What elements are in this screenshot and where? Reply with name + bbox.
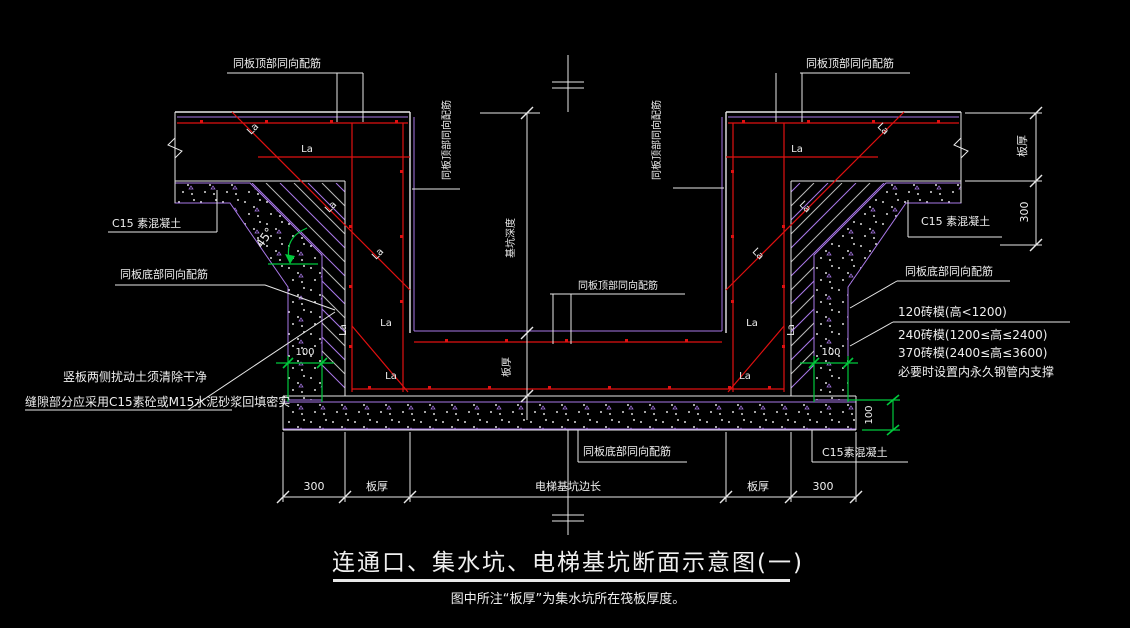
corner-bar-left <box>351 325 409 393</box>
label-top-right-rebar: 同板顶部同向配筋 <box>806 56 894 70</box>
dim-300-left: 300 <box>304 480 325 493</box>
brick-note-3: 370砖模(2400≤高≤3600) <box>898 345 1047 360</box>
la-label: La <box>875 121 891 137</box>
label-left-slab-bottom-rebar: 同板底部同向配筋 <box>120 267 208 281</box>
dim-right-300: 300 <box>1018 202 1031 223</box>
brick-note-1: 120砖模(高<1200) <box>898 304 1007 319</box>
label-pit-floor-bottom-rebar: 同板底部同向配筋 <box>583 444 671 458</box>
title-block: 连通口、集水坑、电梯基坑断面示意图(一) 图中所注“板厚”为集水坑所在筏板厚度。 <box>332 550 804 607</box>
drawing-subtitle: 图中所注“板厚”为集水坑所在筏板厚度。 <box>451 591 685 607</box>
dim-brick-100-left: 100 <box>295 347 314 358</box>
la-label: La <box>370 246 386 262</box>
dim-c15-100: 100 <box>864 405 875 424</box>
label-right-slab-bottom-rebar: 同板底部同向配筋 <box>905 264 993 278</box>
note-line2: 缝隙部分应采用C15素砼或M15水泥砂浆回填密实 <box>25 394 290 409</box>
la-label: La <box>739 371 751 382</box>
dim-brick-100-right: 100 <box>821 347 840 358</box>
centerline-symbol <box>552 55 584 535</box>
la-label: La <box>380 318 392 329</box>
label-left-wall-rebar: 同板顶部同向配筋 <box>440 100 453 180</box>
la-label: La <box>750 246 766 262</box>
la-label: La <box>385 371 397 382</box>
leader-lines <box>25 72 1070 582</box>
break-mark-right <box>953 137 969 159</box>
break-mark-left <box>167 137 183 159</box>
label-top-left-rebar: 同板顶部同向配筋 <box>233 56 321 70</box>
label-pit-floor-top-rebar: 同板顶部同向配筋 <box>578 279 658 292</box>
label-right-c15: C15 素混凝土 <box>921 214 990 228</box>
bent-bar-right <box>725 111 905 291</box>
label-left-c15: C15 素混凝土 <box>112 216 181 230</box>
la-label: La <box>797 199 813 215</box>
la-label: La <box>301 144 313 155</box>
title-underline <box>333 579 790 582</box>
structure-outline <box>167 111 969 431</box>
la-label: La <box>338 324 349 336</box>
brick-note-2: 240砖模(1200≤高≤2400) <box>898 327 1047 342</box>
dim-right-slab-thk: 板厚 <box>1015 135 1029 157</box>
green-dimensions <box>268 227 900 436</box>
label-right-wall-rebar: 同板顶部同向配筋 <box>650 100 663 180</box>
dim-300-right: 300 <box>813 480 834 493</box>
drawing-title: 连通口、集水坑、电梯基坑断面示意图(一) <box>332 550 804 576</box>
note-line1: 竖板两侧扰动土须清除干净 <box>63 369 207 384</box>
bent-bar-left <box>231 111 411 291</box>
la-label: La <box>245 121 261 137</box>
dim-slab-thk-right: 板厚 <box>747 479 769 493</box>
corner-bar-right <box>727 325 785 393</box>
la-label: La <box>746 318 758 329</box>
label-pit-depth: 基坑深度 <box>504 218 517 258</box>
brick-note-4: 必要时设置内永久钢管内支撑 <box>898 364 1054 379</box>
rebar-lines <box>177 111 959 393</box>
dim-pit-length: 电梯基坑边长 <box>535 479 601 493</box>
secondary-lines <box>177 116 959 332</box>
label-slab-thickness-center: 板厚 <box>500 357 513 377</box>
la-label: La <box>791 144 803 155</box>
label-bottom-c15: C15素混凝土 <box>822 445 888 459</box>
la-label: La <box>786 324 797 336</box>
angle-arrow <box>285 254 295 264</box>
la-label: La <box>323 199 339 215</box>
text-labels: 同板顶部同向配筋 同板顶部同向配筋 C15 素混凝土 同板底部同向配筋 C15 … <box>25 56 1054 459</box>
dimension-lines <box>276 106 1043 504</box>
dimension-texts: 300 板厚 电梯基坑边长 板厚 300 板厚 300 100 100 100 <box>295 135 1031 493</box>
dim-slab-thk-left: 板厚 <box>366 479 388 493</box>
stipple-concrete-regions <box>174 182 962 430</box>
